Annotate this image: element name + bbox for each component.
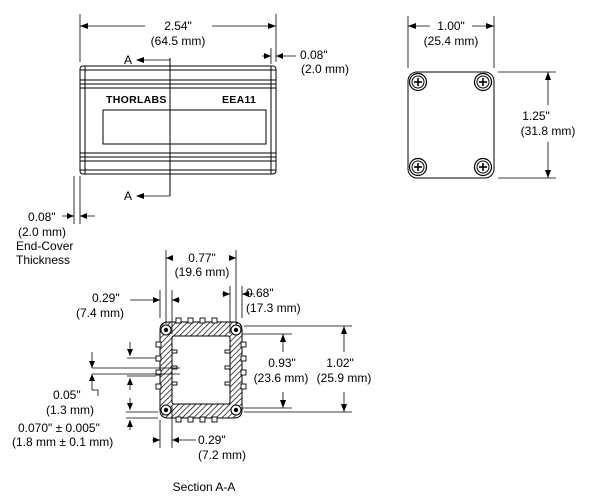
left-offset-in: 0.29" [92, 291, 120, 305]
model-label: EEA11 [222, 94, 256, 106]
left-offset-mm: (7.4 mm) [76, 306, 124, 320]
outer-height-in: 1.02" [326, 356, 354, 370]
end-height-mm: (31.8 mm) [521, 124, 576, 138]
section-outer-teeth [155, 317, 247, 423]
slot-width-mm: (1.3 mm) [46, 403, 94, 417]
inner-width-in: 0.77" [188, 251, 216, 265]
end-view: 1.00" (25.4 mm) 1.25" (31.8 mm) [407, 16, 576, 179]
overall-width-in: 2.54" [164, 19, 192, 33]
endcover-caption-1: End-Cover [16, 239, 73, 253]
section-marker-bottom: A [124, 189, 132, 203]
endcap-mm: (2.0 mm) [301, 62, 349, 76]
inner-width-mm: (19.6 mm) [175, 265, 230, 279]
wall-thickness-in: 0.070" ± 0.005" [18, 421, 100, 435]
screw-hole-icon [160, 324, 242, 416]
endcap-in: 0.08" [300, 48, 328, 62]
screw-icon [473, 157, 493, 177]
section-marker-top: A [124, 53, 132, 67]
outer-height-mm: (25.9 mm) [317, 371, 372, 385]
inner-height-mm: (23.6 mm) [254, 371, 309, 385]
screw-icon [408, 72, 428, 92]
wall-thickness-mm: (1.8 mm ± 0.1 mm) [12, 435, 113, 449]
end-width-mm: (25.4 mm) [424, 34, 479, 48]
section-inner-slots [171, 349, 231, 386]
left-slot-ticks [127, 342, 156, 390]
endcover-mm: (2.0 mm) [18, 225, 66, 239]
endcover-in: 0.08" [28, 210, 56, 224]
housing-ribs [80, 69, 276, 171]
housing-body [79, 65, 277, 175]
bottom-offset-mm: (7.2 mm) [198, 448, 246, 462]
end-width-in: 1.00" [437, 19, 465, 33]
slot-width-in: 0.05" [53, 388, 81, 402]
screw-icon [408, 157, 428, 177]
screw-icon [473, 72, 493, 92]
section-caption: Section A-A [173, 480, 236, 494]
right-offset-mm: (17.3 mm) [246, 301, 301, 315]
endcover-caption-2: Thickness [16, 253, 70, 267]
bottom-offset-in: 0.29" [198, 433, 226, 447]
section-view: 0.77" (19.6 mm) 0.29" (7.4 mm) 0.68" (17… [12, 250, 371, 494]
side-view: THORLABS EEA11 A A 2.54" (64.5 mm) 0.08"… [16, 14, 349, 267]
end-cover-outline [407, 71, 495, 179]
end-height-in: 1.25" [522, 109, 550, 123]
brand-label: THORLABS [106, 94, 167, 106]
overall-width-mm: (64.5 mm) [151, 34, 206, 48]
section-wall [159, 321, 243, 419]
right-offset-in: 0.68" [246, 286, 274, 300]
inner-height-in: 0.93" [268, 356, 296, 370]
label-window [102, 109, 267, 145]
